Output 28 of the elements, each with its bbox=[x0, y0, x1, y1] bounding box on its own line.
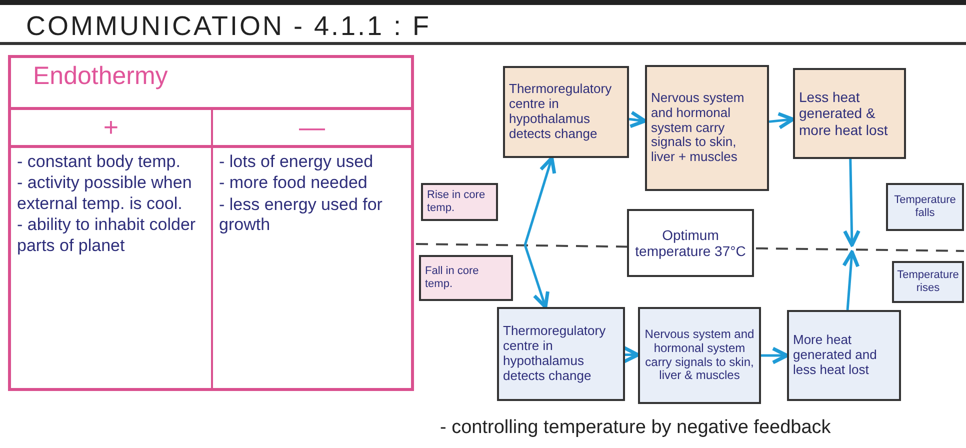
process-box: Thermoregulatory centre in hypothalamus detects change bbox=[497, 307, 625, 401]
note-text: - controlling temperature by negative feedback bbox=[440, 417, 831, 439]
process-box: Optimum temperature 37°C bbox=[627, 209, 754, 277]
process-box: Nervous system and hormonal system carry signals to skin, liver & muscles bbox=[638, 307, 761, 404]
arrow bbox=[524, 244, 550, 309]
disadvantage-text: - less energy used for growth bbox=[219, 194, 384, 236]
process-box: Temperature falls bbox=[886, 183, 964, 231]
process-box: Less heat generated & more heat lost bbox=[793, 68, 906, 159]
minus-heading: — bbox=[299, 114, 325, 140]
arrow bbox=[842, 158, 860, 247]
arrow bbox=[524, 156, 556, 246]
process-box: Temperature rises bbox=[892, 261, 964, 303]
process-box: Thermoregulatory centre in hypothalamus detects change bbox=[503, 66, 629, 158]
advantage-text: - constant body temp. bbox=[17, 152, 180, 172]
table-heading: Endothermy bbox=[32, 62, 168, 91]
process-box: Nervous system and hormonal system carry signals to skin, liver + muscles bbox=[645, 65, 769, 191]
process-box: Rise in core temp. bbox=[421, 183, 498, 221]
arrow bbox=[842, 250, 860, 310]
process-box: More heat generated and less heat lost bbox=[787, 310, 901, 401]
arrow bbox=[628, 110, 647, 128]
arrow bbox=[768, 112, 795, 130]
process-box: Fall in core temp. bbox=[419, 255, 513, 301]
disadvantage-text: - lots of energy used bbox=[219, 152, 374, 172]
plus-heading: + bbox=[103, 114, 119, 140]
disadvantage-text: - more food needed bbox=[219, 173, 368, 194]
advantage-text: - ability to inhabit colder parts of planet bbox=[17, 215, 197, 256]
advantage-text: - activity possible when external temp. is cool. bbox=[17, 173, 193, 214]
arrow bbox=[761, 346, 789, 364]
